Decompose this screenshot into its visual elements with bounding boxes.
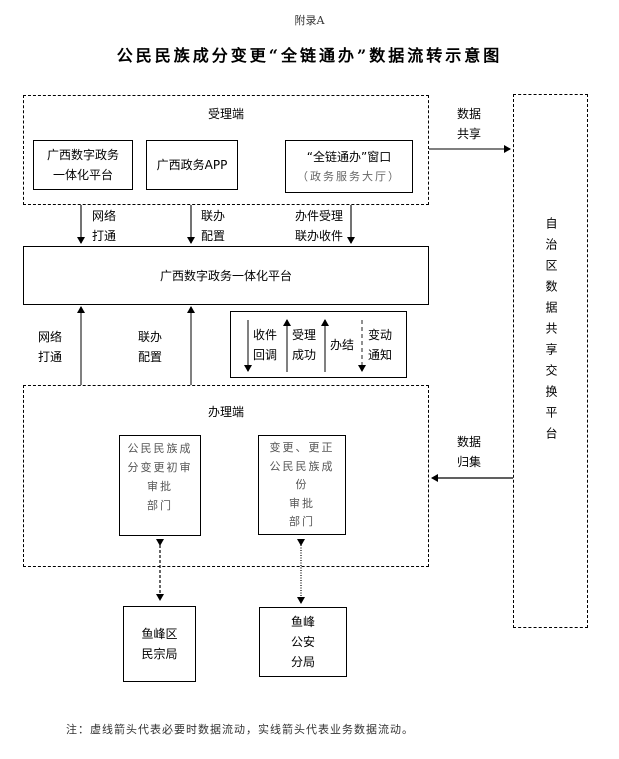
- box-line: “全链通办”窗口: [306, 149, 392, 164]
- label-line: 打通: [38, 350, 63, 364]
- acceptance-zone-label: 受理端: [207, 107, 244, 121]
- box-subline: （政务服务大厅）: [297, 169, 401, 183]
- label-line: 共享: [457, 127, 482, 141]
- box-line: 公安: [290, 635, 315, 649]
- status-callback: 收件 回调: [253, 325, 277, 365]
- label-line: 办结: [330, 338, 355, 352]
- label-line: 联办: [138, 330, 163, 344]
- label-data-collect: 数据 归集: [457, 432, 481, 472]
- label-line: 办件受理: [295, 209, 344, 223]
- appendix-label: 附录A: [294, 14, 325, 27]
- label-config-down: 联办 配置: [201, 206, 225, 246]
- box-line: 一体化平台: [52, 168, 113, 182]
- label-line: 通知: [368, 348, 393, 362]
- box-line: 民宗局: [141, 647, 178, 661]
- label-line: 数据: [457, 435, 482, 449]
- box-line: 份: [295, 478, 309, 491]
- label-line: 数据: [457, 107, 482, 121]
- gx-gov-app-box: 广西政务APP: [146, 140, 238, 190]
- exchange-platform-box: [513, 94, 588, 628]
- box-line: 审批: [289, 496, 315, 510]
- processing-zone: [23, 385, 429, 567]
- exchange-platform-label: 自治区数据共享交换平台: [544, 217, 558, 448]
- label-data-share: 数据 共享: [457, 104, 481, 144]
- box-line: 广西政务APP: [156, 158, 228, 172]
- processing-zone-label: 办理端: [207, 405, 244, 419]
- label-line: 回调: [253, 348, 278, 362]
- footnote: 注：虚线箭头代表必要时数据流动，实线箭头代表业务数据流动。: [66, 723, 414, 736]
- diagram-title: 公民民族成分变更“全链通办”数据流转示意图: [116, 46, 503, 65]
- acceptance-zone: [23, 95, 429, 205]
- gx-digital-platform-bar: 广西数字政务一体化平台: [23, 246, 429, 305]
- initial-review-dept-box: 公民民族成 分变更初审 审批 部门: [119, 435, 201, 536]
- label-line: 配置: [201, 229, 226, 243]
- box-line: 鱼峰区: [141, 627, 178, 641]
- box-line: 广西数字政务: [46, 148, 119, 162]
- status-accepted: 受理 成功: [292, 325, 316, 365]
- label-line: 网络: [92, 209, 117, 223]
- yufeng-police-bureau-box: 鱼峰 公安 分局: [259, 607, 347, 677]
- one-stop-window-box: “全链通办”窗口 （政务服务大厅）: [285, 140, 413, 193]
- box-line: 分变更初审: [127, 461, 193, 474]
- label-line: 网络: [38, 330, 63, 344]
- box-line: 公民民族成: [269, 459, 335, 473]
- box-line: 分局: [290, 655, 315, 669]
- status-completed: 办结: [330, 335, 354, 355]
- label-line: 联办: [201, 209, 226, 223]
- label-network-up: 网络 打通: [38, 327, 62, 367]
- label-line: 配置: [138, 350, 163, 364]
- correction-approval-dept-box: 变更、更正 公民民族成 份 审批 部门: [258, 435, 346, 535]
- label-line: 变动: [368, 328, 393, 342]
- yufeng-ethnic-bureau-box: 鱼峰区 民宗局: [123, 606, 196, 682]
- platform-label: 广西数字政务一体化平台: [159, 268, 292, 283]
- box-line: 鱼峰: [290, 615, 315, 629]
- box-line: 审批: [147, 480, 173, 493]
- box-line: 部门: [147, 499, 173, 512]
- status-change-notice: 变动 通知: [368, 325, 392, 365]
- gx-digital-platform-box: 广西数字政务 一体化平台: [33, 140, 133, 190]
- box-line: 部门: [289, 515, 315, 528]
- label-line: 打通: [92, 229, 117, 243]
- label-line: 归集: [457, 455, 482, 469]
- label-line: 联办收件: [295, 229, 344, 243]
- label-line: 成功: [292, 348, 317, 362]
- label-line: 受理: [292, 328, 317, 342]
- box-line: 公民民族成: [127, 442, 193, 455]
- label-network-down: 网络 打通: [92, 206, 116, 246]
- box-line: 变更、更正: [269, 441, 335, 454]
- label-intake-down: 办件受理 联办收件: [295, 206, 343, 246]
- label-config-up: 联办 配置: [138, 327, 162, 367]
- status-box: [230, 311, 407, 378]
- label-line: 收件: [253, 328, 278, 342]
